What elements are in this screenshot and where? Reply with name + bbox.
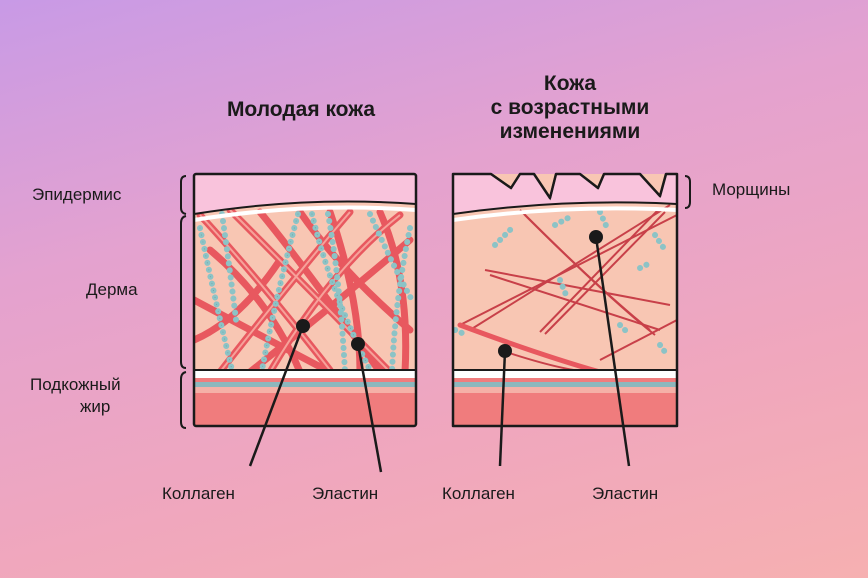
pointer-collagen-young [248,325,305,467]
title-aged-line-2: с возрастными [490,96,650,119]
pointer-dots [296,230,603,358]
title-aged-skin: Кожа с возрастными изменениями [455,72,685,144]
dot-elastin-young [351,337,365,351]
aged-fat [453,393,677,426]
title-aged-line-1: Кожа [543,72,597,95]
bracket-epidermis [180,175,187,215]
pointer-collagen-aged [498,350,507,467]
label-wrinkles: Морщины [712,180,791,199]
young-epidermis [194,174,416,214]
young-skin-block [192,172,418,428]
pointer-elastin-young [356,343,383,473]
dot-elastin-aged [589,230,603,244]
label-subcutaneous-line-2: жир [80,397,111,416]
label-elastin-young: Эластин [312,484,379,503]
aged-skin-block [451,172,679,428]
label-subcutaneous: Подкожный жир [30,374,121,418]
label-subcutaneous-line-1: Подкожный [30,375,121,394]
title-aged-line-3: изменениями [499,120,641,143]
aged-elastin-clusters [453,209,668,355]
bracket-wrinkles [684,175,691,209]
pointer-lines [248,236,631,473]
label-elastin-aged: Эластин [592,484,659,503]
young-fat [194,393,416,426]
label-collagen-young: Коллаген [162,484,235,503]
label-dermis: Дерма [86,280,138,299]
dot-collagen-young [296,319,310,333]
bracket-dermis [180,215,187,369]
bracket-fat [180,371,187,429]
pointer-elastin-aged [594,236,631,467]
label-epidermis: Эпидермис [32,185,122,204]
label-collagen-aged: Коллаген [442,484,515,503]
aged-collagen-thick [457,322,603,375]
young-elastin-chains [197,211,415,375]
dot-collagen-aged [498,344,512,358]
title-young-skin: Молодая кожа [226,98,376,121]
aged-epidermis [453,174,677,214]
layer-brackets [180,175,691,429]
